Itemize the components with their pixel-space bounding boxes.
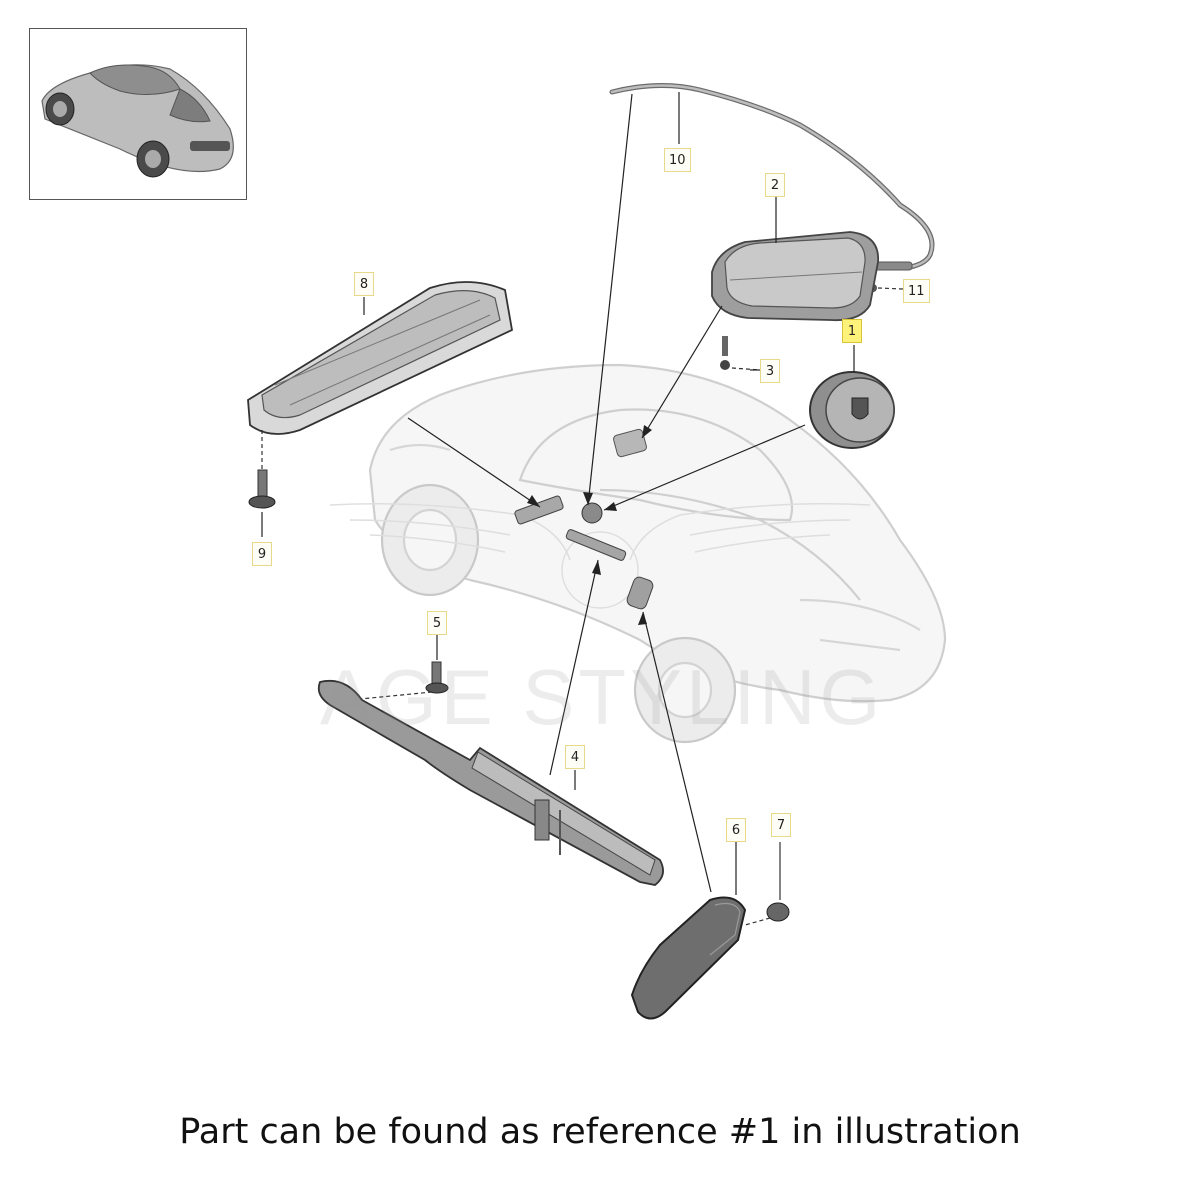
reference-caption: Part can be found as reference #1 in ill… <box>179 1112 1021 1152</box>
callout-5: 5 <box>427 611 447 635</box>
part-5-bolt <box>349 661 449 701</box>
vehicle-thumbnail-illustration <box>41 64 234 178</box>
vehicle-thumbnail <box>29 28 247 200</box>
callout-3: 3 <box>760 359 780 383</box>
leader-lines <box>261 92 855 895</box>
callout-8: 8 <box>354 272 374 296</box>
callout-7: 7 <box>771 813 791 837</box>
callout-6: 6 <box>726 818 746 842</box>
callout-11: 11 <box>903 279 930 303</box>
part-6-seat-side-airbag <box>630 896 747 1020</box>
watermark-wings <box>329 503 871 609</box>
callout-1: 1 <box>842 319 862 343</box>
callout-4: 4 <box>565 745 585 769</box>
callout-2: 2 <box>765 173 785 197</box>
watermark-text: AGE STYLING <box>320 653 885 741</box>
arrow-heads <box>527 425 652 625</box>
part-3-screw <box>720 336 761 371</box>
part-1-driver-airbag <box>809 371 895 449</box>
callout-9: 9 <box>252 542 272 566</box>
part-9-bolt <box>248 430 276 509</box>
part-4-side-airbag <box>317 679 664 886</box>
part-8-knee-airbag <box>247 281 514 435</box>
callout-10: 10 <box>664 148 691 172</box>
part-7-clip <box>744 842 790 926</box>
part-2-passenger-airbag <box>711 231 879 322</box>
installed-part-markers <box>514 428 654 610</box>
